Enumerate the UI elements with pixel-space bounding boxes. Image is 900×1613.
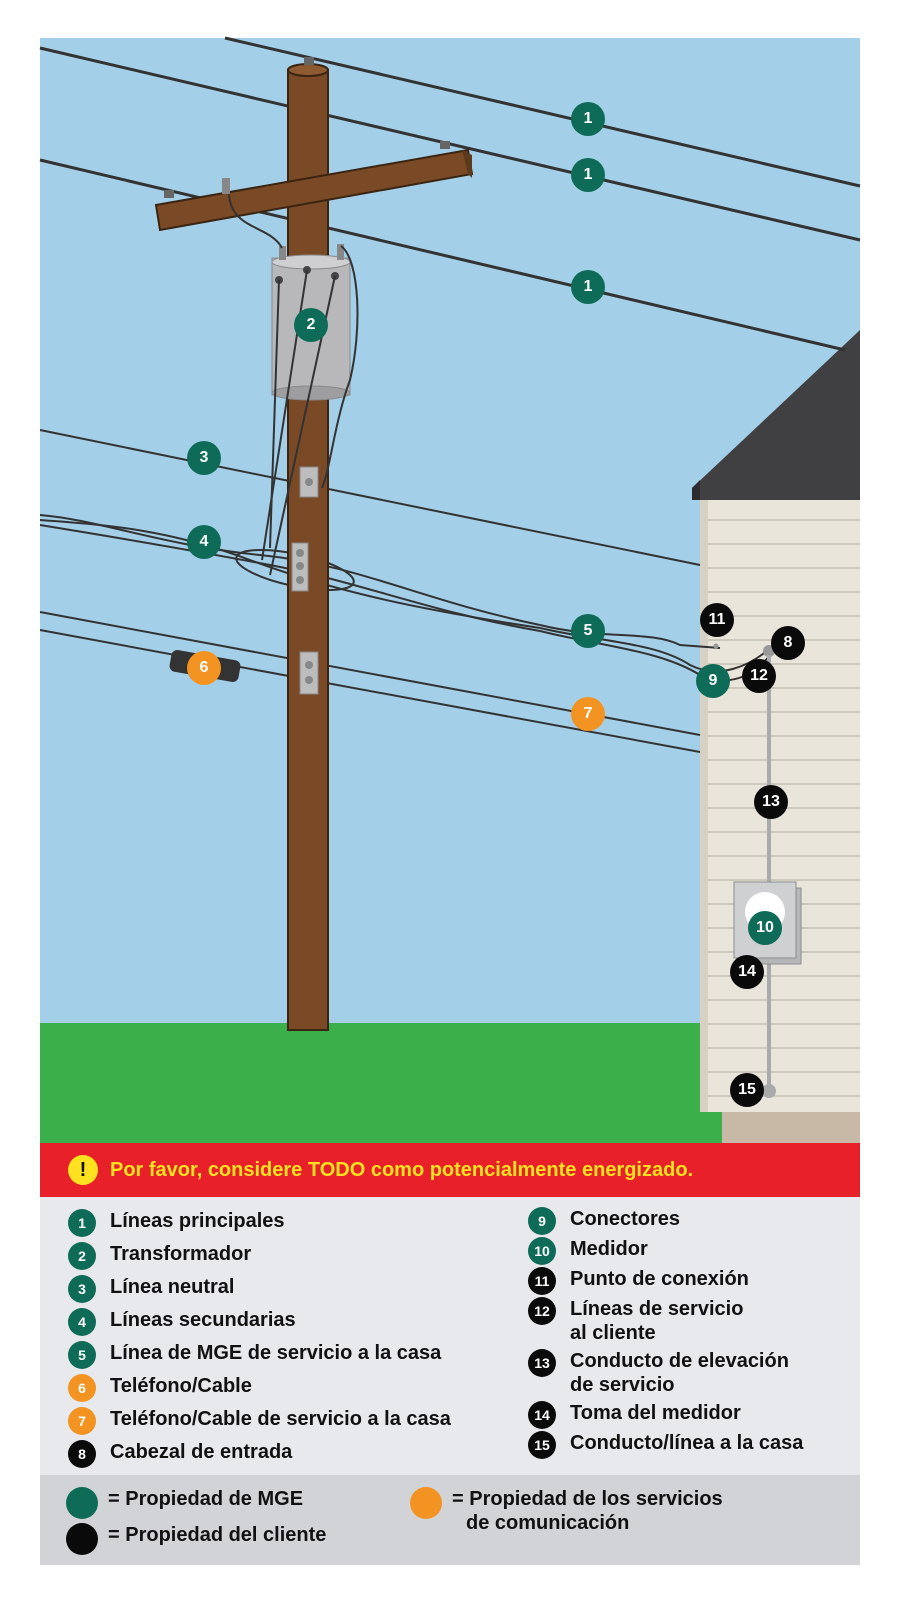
callout-7-telephone-cable-service: 7 (571, 697, 605, 731)
legend-badge: 5 (68, 1341, 96, 1369)
legend-badge: 3 (68, 1275, 96, 1303)
legend-badge: 4 (68, 1308, 96, 1336)
callout-12-customer-service-lines: 12 (742, 659, 776, 693)
callout-2-transformer: 2 (294, 308, 328, 342)
legend-badge: 15 (528, 1431, 556, 1459)
utility-pole-diagram (39, 36, 861, 1145)
ownership-customer-label: = Propiedad del cliente (108, 1524, 327, 1546)
legend-badge: 12 (528, 1297, 556, 1325)
ownership-mge: = Propiedad de MGE (66, 1487, 303, 1519)
ownership-key: = Propiedad de MGE = Propiedad del clien… (40, 1475, 860, 1565)
legend-item-1: 1 Líneas principales (68, 1209, 285, 1237)
legend-label: Líneas principales (110, 1210, 285, 1232)
pole (154, 57, 474, 1031)
ownership-mge-label: = Propiedad de MGE (108, 1488, 304, 1510)
legend-label: Punto de conexión (570, 1268, 749, 1290)
callout-6-telephone-cable: 6 (187, 651, 221, 685)
legend-item-8: 8 Cabezal de entrada (68, 1440, 292, 1468)
legend-label: Toma del medidor (570, 1402, 741, 1424)
warning-banner: ! Por favor, considere TODO como potenci… (40, 1143, 860, 1197)
legend: 1 Líneas principales 2 Transformador 3 L… (40, 1197, 860, 1475)
ownership-comm-line-2: de comunicación (466, 1512, 630, 1534)
ownership-customer: = Propiedad del cliente (66, 1523, 326, 1555)
legend-item-4: 4 Líneas secundarias (68, 1308, 296, 1336)
legend-item-2: 2 Transformador (68, 1242, 251, 1270)
legend-item-10: 10 Medidor (528, 1237, 648, 1265)
callout-4-secondary-lines: 4 (187, 525, 221, 559)
legend-label: Transformador (110, 1243, 252, 1265)
legend-badge: 2 (68, 1242, 96, 1270)
legend-badge: 13 (528, 1349, 556, 1377)
mge-dot (66, 1487, 98, 1519)
grass (40, 1023, 740, 1145)
legend-label: Conducto/línea a la casa (570, 1432, 804, 1454)
legend-label-line-2: de servicio (570, 1374, 675, 1396)
legend-badge: 7 (68, 1407, 96, 1435)
customer-dot (66, 1523, 98, 1555)
callout-5-service-line: 5 (571, 614, 605, 648)
legend-item-6: 6 Teléfono/Cable (68, 1374, 252, 1402)
legend-item-14: 14 Toma del medidor (528, 1401, 741, 1429)
callout-13-service-riser: 13 (754, 785, 788, 819)
service-equipment (713, 643, 802, 1098)
legend-item-5: 5 Línea de MGE de servicio a la casa (68, 1341, 441, 1369)
callout-15-conduit-to-house: 15 (730, 1073, 764, 1107)
legend-item-3: 3 Línea neutral (68, 1275, 234, 1303)
callout-9-connectors: 9 (696, 664, 730, 698)
legend-badge: 10 (528, 1237, 556, 1265)
legend-label: Conectores (570, 1208, 681, 1230)
legend-label: Línea neutral (110, 1276, 235, 1298)
secondary-lines (39, 514, 541, 632)
legend-label-line-2: al cliente (570, 1322, 656, 1344)
house-foundation (722, 1112, 860, 1145)
callout-11-point-of-attachment: 11 (700, 603, 734, 637)
legend-item-11: 11 Punto de conexión (528, 1267, 749, 1295)
legend-label: Línea de MGE de servicio a la casa (110, 1342, 442, 1364)
legend-badge: 8 (68, 1440, 96, 1468)
comm-dot (410, 1487, 442, 1519)
callout-1-primary-line-top: 1 (571, 102, 605, 136)
callout-1-primary-line-middle: 1 (571, 158, 605, 192)
legend-label: Medidor (570, 1238, 648, 1260)
legend-badge: 1 (68, 1209, 96, 1237)
house-roof (692, 330, 860, 500)
warning-icon: ! (68, 1155, 98, 1185)
legend-badge: 9 (528, 1207, 556, 1235)
legend-item-15: 15 Conducto/línea a la casa (528, 1431, 803, 1459)
legend-item-9: 9 Conectores (528, 1207, 680, 1235)
callout-8-weatherhead: 8 (771, 626, 805, 660)
legend-label-line-1: Conducto de elevación (570, 1350, 789, 1372)
legend-label: Teléfono/Cable de servicio a la casa (110, 1408, 451, 1430)
legend-label: Cabezal de entrada (110, 1441, 293, 1463)
callout-10-meter: 10 (748, 911, 782, 945)
legend-badge: 11 (528, 1267, 556, 1295)
callout-14-meter-socket: 14 (730, 955, 764, 989)
neutral-line (39, 429, 701, 566)
legend-label: Líneas secundarias (110, 1309, 296, 1331)
legend-item-7: 7 Teléfono/Cable de servicio a la casa (68, 1407, 451, 1435)
ownership-comm-line-1: = Propiedad de los servicios (452, 1488, 723, 1510)
callout-1-primary-line-bottom: 1 (571, 270, 605, 304)
legend-label-line-1: Líneas de servicio (570, 1298, 744, 1320)
callout-3-neutral-line: 3 (187, 441, 221, 475)
legend-badge: 14 (528, 1401, 556, 1429)
legend-label: Teléfono/Cable (110, 1375, 252, 1397)
warning-text: Por favor, considere TODO como potencial… (110, 1158, 694, 1181)
legend-badge: 6 (68, 1374, 96, 1402)
